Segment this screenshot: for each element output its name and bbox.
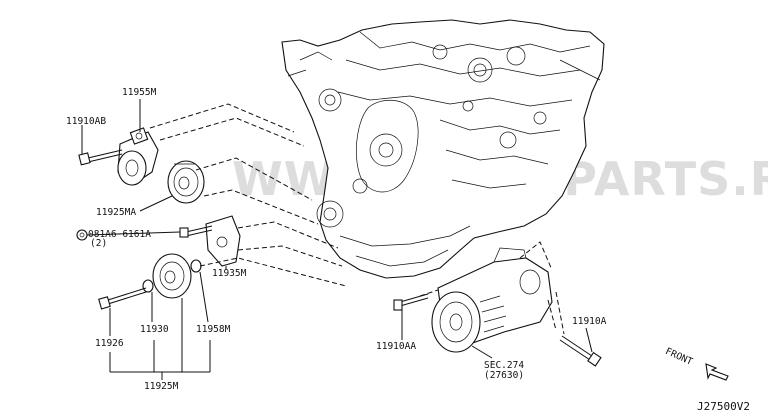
bolt-11910ab: [78, 149, 123, 166]
washer-081a6: [76, 229, 88, 241]
tensioner-assembly: [117, 127, 159, 186]
label-11925ma: 11925MA: [96, 207, 137, 218]
label-sec-27630: (27630): [484, 370, 525, 381]
label-081a6-qty: (2): [90, 238, 108, 249]
label-sec-274: SEC.274: [484, 360, 525, 371]
label-11955m: 11955M: [122, 87, 157, 98]
idler-pulley-upper: [167, 160, 205, 204]
idler-pulley-lower: [142, 253, 202, 299]
compressor-sec274: [431, 247, 553, 353]
bolt-11910aa: [393, 293, 429, 311]
front-arrow: [705, 363, 729, 381]
label-081a6: 081A6-6161A: [88, 229, 151, 240]
label-11926: 11926: [95, 338, 124, 349]
diagram-code: J27500V2: [697, 400, 750, 413]
label-11910ab: 11910AB: [66, 116, 107, 127]
engine-block: [281, 19, 605, 279]
label-11958m: 11958M: [196, 324, 231, 335]
label-11935m: 11935M: [212, 268, 247, 279]
label-11910a: 11910A: [572, 316, 607, 327]
bracket-11935m: [179, 215, 241, 267]
bolt-11910a: [559, 335, 602, 367]
bolt-11926: [98, 287, 147, 310]
label-11930: 11930: [140, 324, 169, 335]
label-11910aa: 11910AA: [376, 341, 417, 352]
label-11925m: 11925M: [144, 381, 179, 392]
